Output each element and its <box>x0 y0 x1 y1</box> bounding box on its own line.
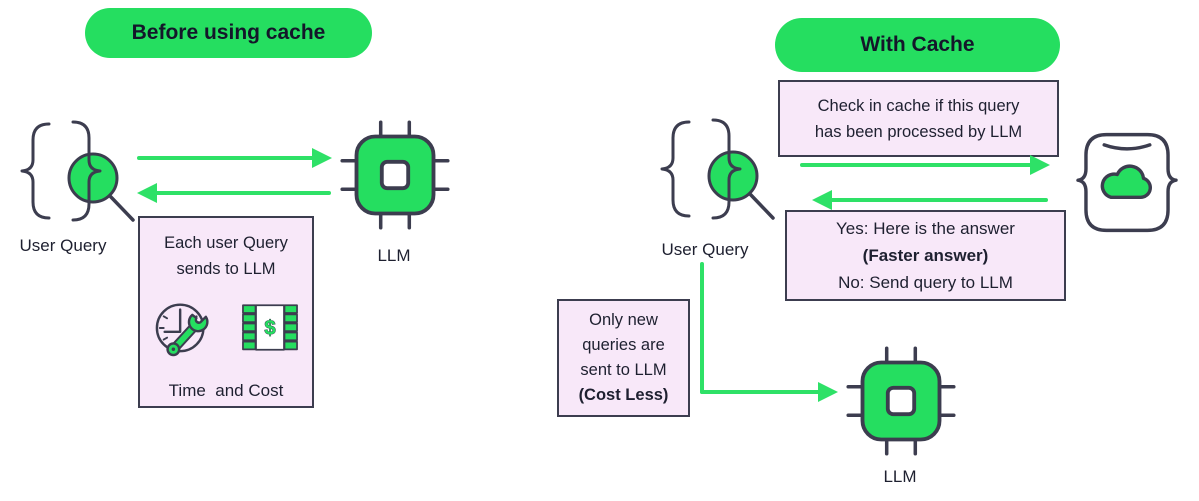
new-queries-line: sent to LLM <box>580 361 667 379</box>
left-title: Before using cache <box>131 21 326 44</box>
llm-chip-icon <box>340 120 450 235</box>
check-cache-line: Check in cache if this query <box>817 96 1020 115</box>
faster-answer-line: (Faster answer) <box>862 246 989 265</box>
money-stack-icon: $ <box>242 303 298 359</box>
info-box: Each user Query sends to LLM <box>138 216 314 408</box>
left-title-badge: Before using cache <box>85 8 372 58</box>
response-arrow-line <box>155 191 331 195</box>
llm-chip-icon <box>846 346 956 461</box>
right-title: With Cache <box>860 33 975 56</box>
llm-label: LLM <box>883 467 917 486</box>
gauge-wrench-icon <box>154 294 216 368</box>
response-arrow-head-icon <box>137 183 157 203</box>
answer-yes-line: Yes: Here is the answer <box>836 219 1015 238</box>
user-query-icon <box>8 118 140 235</box>
to-cache-arrow-head-icon <box>1030 155 1050 175</box>
new-query-arrow-head-icon <box>818 382 838 402</box>
right-title-badge: With Cache <box>775 18 1060 72</box>
answer-box: Yes: Here is the answer (Faster answer) … <box>785 210 1066 301</box>
cloud-cache-icon <box>1070 123 1184 247</box>
new-queries-line: queries are <box>582 336 665 354</box>
check-cache-line: has been processed by LLM <box>814 122 1023 141</box>
user-query-label: User Query <box>661 240 749 259</box>
llm-label: LLM <box>377 246 411 265</box>
info-box-line: sends to LLM <box>176 260 276 278</box>
request-arrow-head-icon <box>312 148 332 168</box>
new-queries-box: Only new queries are sent to LLM (Cost L… <box>557 299 690 417</box>
dollar-symbol: $ <box>264 317 275 339</box>
to-cache-arrow-line <box>800 163 1032 167</box>
new-queries-line: Only new <box>589 311 658 329</box>
request-arrow-line <box>137 156 314 160</box>
info-box-caption: Time and Cost <box>168 381 284 400</box>
check-cache-box: Check in cache if this query has been pr… <box>778 80 1059 157</box>
answer-no-line: No: Send query to LLM <box>838 273 1013 292</box>
cost-time-icons-row: $ <box>154 294 298 368</box>
info-box-line: Each user Query <box>164 234 288 252</box>
new-query-arrow-vline <box>700 262 704 394</box>
from-cache-arrow-line <box>830 198 1048 202</box>
cost-less-line: (Cost Less) <box>578 386 669 404</box>
user-query-label: User Query <box>19 236 107 255</box>
new-query-arrow-hline <box>700 390 820 394</box>
from-cache-arrow-head-icon <box>812 190 832 210</box>
user-query-icon <box>648 116 780 233</box>
